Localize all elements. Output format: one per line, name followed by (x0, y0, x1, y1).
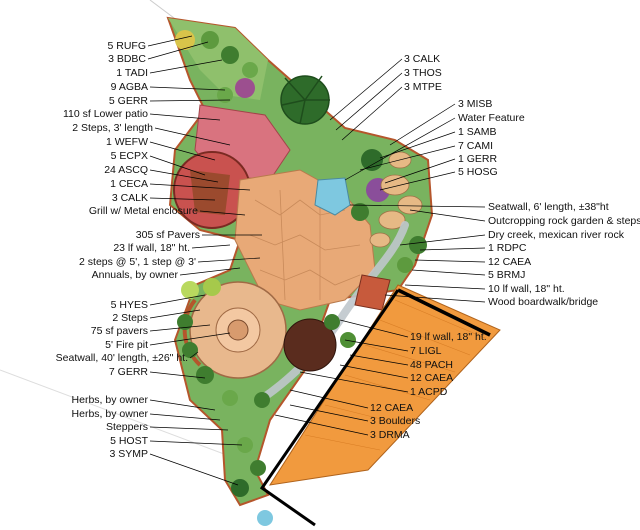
palm-shrub (280, 75, 330, 125)
plan-label: Steppers (105, 421, 148, 433)
plan-label: Wood boardwalk/bridge (488, 296, 599, 308)
plan-label: 3 Boulders (370, 415, 421, 427)
plan-label: 1 WEFW (106, 136, 148, 148)
plan-label: Herbs, by owner (71, 394, 148, 406)
plan-label: 3 DRMA (370, 429, 410, 441)
plan-label: 24 ASCQ (104, 164, 148, 176)
plan-label: 3 MISB (458, 98, 493, 110)
plan-label: 7 GERR (108, 366, 148, 378)
plan-label: 10 lf wall, 18" ht. (488, 283, 565, 295)
plan-label: 1 SAMB (458, 126, 497, 138)
plan-label: 7 CAMI (458, 140, 494, 152)
plan-label: Seatwall, 6' length, ±38"ht (488, 201, 609, 213)
plan-label: Dry creek, mexican river rock (488, 229, 624, 241)
seatwall (182, 298, 202, 367)
grill-shading (190, 170, 230, 215)
plan-label: 305 sf Pavers (135, 229, 200, 241)
fire-pit (227, 319, 249, 341)
plan-label: 3 CALK (111, 192, 148, 204)
plan-label: 5 ECPX (110, 150, 148, 162)
plan-label: 3 BDBC (108, 53, 146, 65)
plan-label: Water Feature (458, 112, 525, 124)
plan-label: 5 BRMJ (488, 269, 526, 281)
plan-label: 19 lf wall, 18" ht. (410, 331, 487, 343)
plan-label: Annuals, by owner (91, 269, 178, 281)
plan-label: 5 HYES (110, 299, 148, 311)
plan-label: 75 sf pavers (90, 325, 148, 337)
plan-label: 3 SYMP (109, 448, 148, 460)
plan-label: Grill w/ Metal enclosure (88, 205, 198, 217)
plan-label: Herbs, by owner (71, 408, 148, 420)
plan-label: 1 GERR (458, 153, 498, 165)
plan-label: 48 PACH (410, 359, 453, 371)
shrubs (175, 30, 427, 497)
plan-label: 5 HOSG (458, 166, 498, 178)
plan-label: 5' Fire pit (105, 339, 148, 351)
plan-label: 12 CAEA (370, 402, 414, 414)
plan-label: 2 Steps (112, 312, 148, 324)
left-leader-lines (147, 35, 262, 486)
tree-canopy-dark (283, 318, 337, 372)
plan-label: 5 GERR (108, 95, 148, 107)
wood-deck (268, 284, 501, 486)
plan-label: 5 RUFG (107, 40, 146, 52)
property-line (397, 288, 491, 337)
plan-label: 1 CECA (110, 178, 148, 190)
plan-label: 12 CAEA (410, 372, 454, 384)
plan-label: 9 AGBA (110, 81, 148, 93)
plan-label: 3 CALK (404, 53, 441, 65)
plan-label: 2 Steps, 3' length (72, 122, 153, 134)
water-puddle (257, 510, 273, 526)
plan-label: 1 TADI (116, 67, 148, 79)
plan-label: Outcropping rock garden & steps (488, 215, 640, 227)
paver-pattern (249, 189, 361, 301)
right-leader-lines (274, 58, 486, 436)
site-line (0, 369, 241, 461)
plan-label: 12 CAEA (488, 256, 532, 268)
plan-label: 2 steps @ 5', 1 step @ 3' (79, 256, 196, 268)
plan-label: 5 HOST (110, 435, 148, 447)
plan-label: 3 THOS (404, 67, 442, 79)
plan-label: 7 LIGL (410, 345, 442, 357)
water-feature (314, 177, 351, 216)
plan-label: 3 MTPE (404, 81, 442, 93)
plan-label: 1 ACPD (410, 386, 448, 398)
plan-label: 23 lf wall, 18" ht. (113, 242, 190, 254)
deck-boards (304, 299, 486, 451)
plan-label: 1 RDPC (488, 242, 527, 254)
plan-label: Seatwall, 40' length, ±26" ht. (55, 352, 188, 364)
property-line (259, 289, 400, 527)
plan-label: 110 sf Lower patio (62, 108, 148, 120)
